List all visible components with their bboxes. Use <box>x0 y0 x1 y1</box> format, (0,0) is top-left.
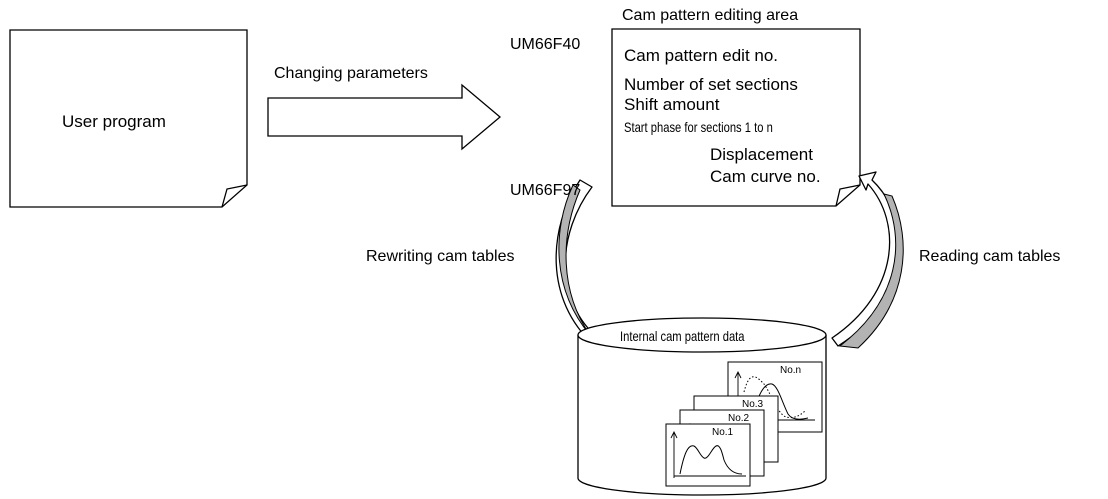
card-label-no-3: No.3 <box>742 399 764 410</box>
internal-data-label-text: Internal cam pattern data <box>620 328 745 344</box>
editing-area-page-fold <box>835 184 861 207</box>
end-address: UM66F97 <box>510 182 581 199</box>
user-program-label: User program <box>62 112 166 131</box>
start-address: UM66F40 <box>510 36 581 53</box>
item-shift-amount: Shift amount <box>624 95 720 114</box>
card-label-no-2: No.2 <box>728 413 750 424</box>
card-label-no-1: No.1 <box>712 427 734 438</box>
editing-area-title: Cam pattern editing area <box>622 7 799 24</box>
user-program-page-fold <box>221 184 248 208</box>
reading-arrow-face <box>838 193 904 349</box>
item-start-phase: Start phase for sections 1 to n <box>624 120 810 134</box>
item-displacement: Displacement <box>710 145 813 164</box>
user-program-page <box>9 29 248 208</box>
internal-data-label: Internal cam pattern data <box>620 329 776 343</box>
rewriting-label: Rewriting cam tables <box>366 248 515 265</box>
changing-parameters-arrow <box>267 83 502 151</box>
changing-parameters-label: Changing parameters <box>274 65 428 82</box>
data-cylinder-top <box>577 317 827 353</box>
item-cam-pattern-edit-no: Cam pattern edit no. <box>624 46 779 65</box>
card-no-1 <box>665 423 751 487</box>
card-label-no-n: No.n <box>780 365 802 376</box>
reading-label: Reading cam tables <box>919 248 1061 265</box>
item-cam-curve-no: Cam curve no. <box>710 167 821 186</box>
item-number-of-set-sections: Number of set sections <box>624 75 798 94</box>
editing-area-page <box>611 28 861 207</box>
item-start-phase-text: Start phase for sections 1 to n <box>624 119 773 135</box>
